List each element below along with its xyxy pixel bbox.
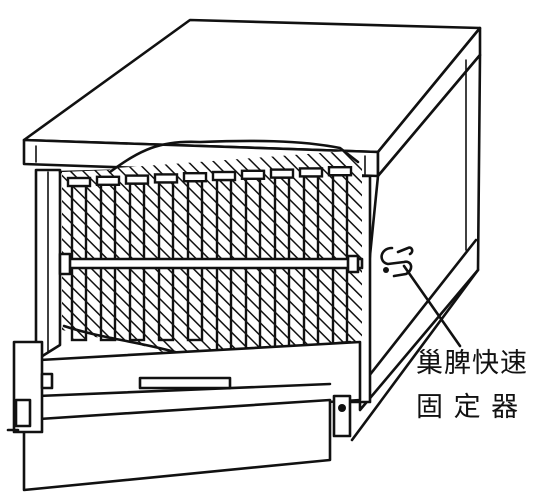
quick-fixer-clip [380,246,414,278]
comb-frame-top-bar [211,170,237,182]
label-line-2: 固 定 器 [416,392,519,423]
comb-frame [215,178,233,362]
comb-frame-top-bar [182,171,208,183]
hive-bottom [6,340,362,492]
comb-frame-top-bar [66,176,92,188]
fixer-label: 巢脾快速 固 定 器 [416,348,528,423]
comb-frame-top-bar [95,175,121,187]
comb-frame-top-bar [269,168,295,179]
fixing-rod [58,252,364,276]
leader-line [402,264,462,348]
comb-frame-top-bar [298,167,324,178]
comb-frame-top-bar [153,173,179,184]
comb-frame-top-bar [240,169,266,181]
comb-frame-top-bar [124,174,150,185]
comb-frames [62,139,362,374]
comb-frame-top-bar [327,165,353,177]
label-line-1: 巢脾快速 [416,348,528,379]
comb-frame [244,177,262,362]
